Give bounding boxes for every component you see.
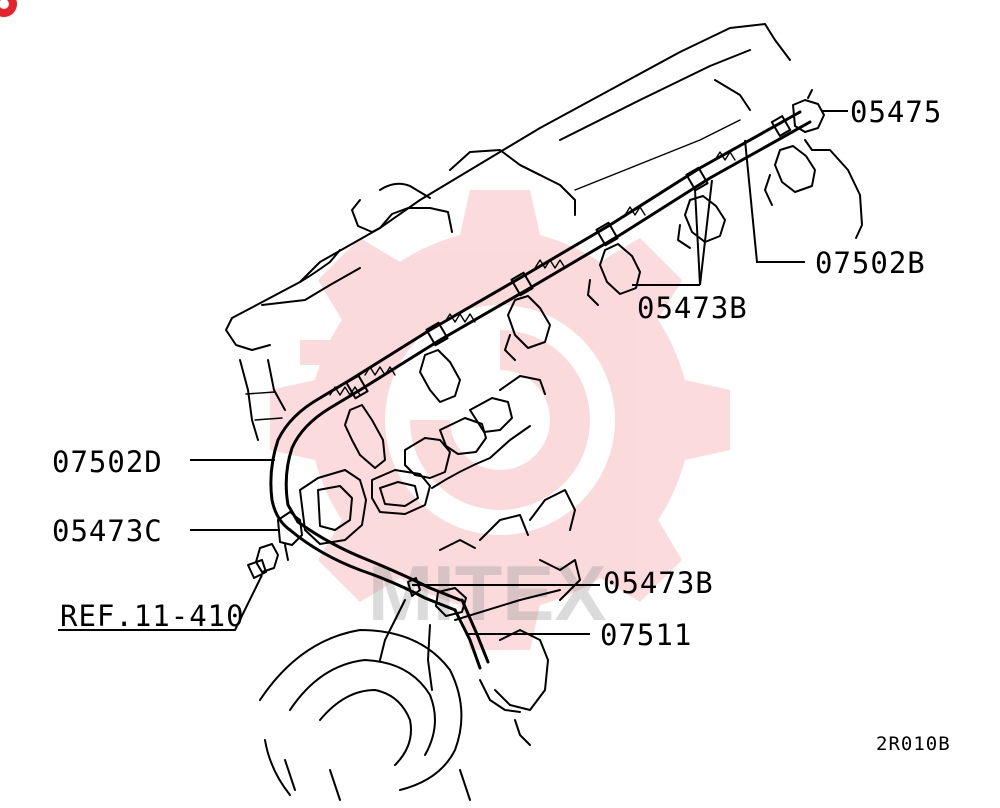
- callout-ref-11-410: REF.11-410: [60, 599, 245, 633]
- corner-logo-icon: [0, 0, 17, 17]
- watermark-gear-logo: [270, 190, 730, 650]
- callout-07502B: 07502B: [815, 246, 926, 280]
- callout-05473C: 05473C: [52, 514, 163, 548]
- callout-05473B-lower: 05473B: [603, 566, 714, 600]
- callout-07502D: 07502D: [52, 445, 163, 479]
- leader-lines: [58, 110, 848, 635]
- figure-code: 2R010B: [876, 733, 951, 755]
- hose-assembly: [247, 89, 825, 670]
- callout-07511: 07511: [600, 618, 692, 652]
- callout-labels: 05475 07502B 05473B 07502D 05473C 05473B…: [52, 95, 951, 755]
- callout-05475: 05475: [850, 95, 942, 129]
- callout-05473B-upper: 05473B: [637, 291, 748, 325]
- engine-line-art: [225, 23, 863, 801]
